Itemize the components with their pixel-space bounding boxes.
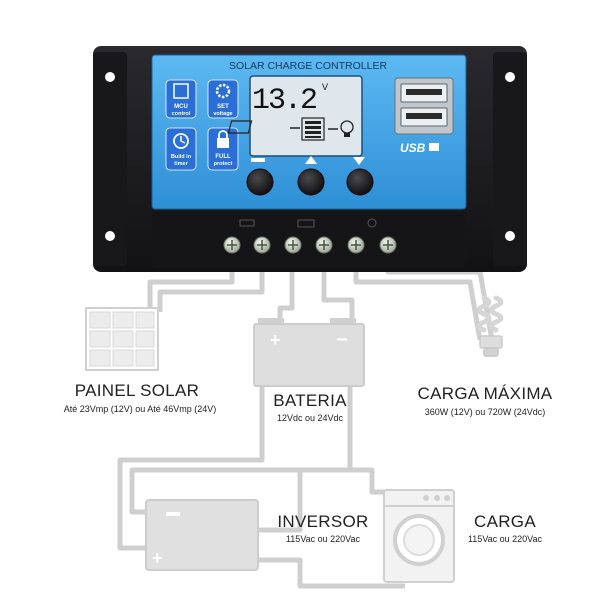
down-icon — [353, 157, 365, 165]
painel-solar-title: PAINEL SOLAR — [74, 381, 200, 400]
carga-title: CARGA — [474, 512, 536, 531]
usb-label: USB — [400, 141, 426, 155]
lcd-battery-bar — [305, 136, 321, 138]
wire-inverter-load — [256, 467, 390, 533]
badge-set — [207, 79, 239, 119]
terminal-strip — [152, 212, 466, 268]
inversor-title: INVERSOR — [277, 512, 369, 531]
battery-icon: + − — [253, 318, 365, 387]
menu-button[interactable] — [246, 168, 274, 196]
bulb-icon — [476, 295, 504, 357]
lock-icon — [217, 138, 229, 148]
badge-timer-line1: Build in — [171, 154, 192, 160]
painel-solar-spec: Até 23Vmp (12V) ou Até 46Vmp (24V) — [63, 404, 217, 414]
inverter-icon: + — [145, 499, 259, 571]
solar-panel-icon — [85, 307, 159, 371]
washing-machine-icon — [383, 489, 455, 583]
badge-mcu-line2: control — [172, 111, 191, 117]
usb-battery-icon — [429, 143, 439, 151]
lcd-battery-bar — [305, 121, 321, 124]
wire-battery-neg — [321, 250, 355, 320]
badge-protect — [207, 127, 239, 171]
terminal-load-symbol — [367, 218, 377, 228]
clock-icon — [173, 133, 189, 149]
lcd-unit: V — [322, 82, 328, 92]
mount-hole — [105, 231, 115, 241]
lcd-display: 13.2 V — [227, 75, 363, 157]
gear-icon — [215, 83, 231, 99]
mounting-ear-left — [93, 52, 127, 266]
bateria-spec: 12Vdc ou 24Vdc — [276, 413, 344, 423]
mount-hole — [505, 231, 515, 241]
mount-hole — [505, 72, 515, 82]
lcd-frame — [249, 75, 363, 157]
badge-mcu-line1: MCU — [174, 104, 188, 110]
controller-title: SOLAR CHARGE CONTROLLER — [229, 60, 388, 72]
badge-protect-line1: FULL — [215, 154, 231, 160]
charge-controller: SOLAR CHARGE CONTROLLER MCU control SET … — [93, 46, 527, 272]
terminal-solar-symbol — [239, 219, 255, 227]
down-button[interactable] — [346, 168, 374, 196]
badge-set-line2: voltage — [213, 111, 232, 117]
usb-port-tongue — [406, 89, 442, 95]
lcd-battery-icon — [301, 117, 325, 141]
usb-ports: USB — [394, 77, 454, 155]
carga-spec: 115Vac ou 220Vac — [467, 534, 543, 544]
mounting-ear-right — [493, 52, 527, 266]
carga-maxima-title: CARGA MÁXIMA — [417, 384, 553, 403]
svg-text:+: + — [152, 548, 163, 568]
bateria-title: BATERIA — [273, 391, 347, 410]
wire-inverter-pos — [117, 380, 265, 551]
clock-hands — [180, 136, 186, 144]
feature-badges: MCU control SET voltage Build in timer F… — [165, 79, 239, 171]
wire-inverter-neg — [129, 380, 353, 515]
wire-inverter-load-2 — [256, 557, 405, 589]
mount-hole — [105, 72, 115, 82]
up-icon — [305, 156, 317, 164]
usb-port-tongue — [406, 113, 442, 119]
knob-symbols — [251, 156, 365, 165]
terminal-battery-symbol — [297, 219, 315, 228]
inversor-spec: 115Vac ou 220Vac — [285, 534, 361, 544]
badge-protect-line2: protect — [214, 161, 233, 167]
terminal-screw-slots — [227, 240, 393, 250]
badge-timer-line2: timer — [174, 161, 188, 167]
svg-text:−: − — [336, 329, 348, 351]
carga-maxima-spec: 360W (12V) ou 720W (24Vdc) — [424, 407, 546, 417]
badge-timer — [165, 127, 197, 171]
lock-shackle — [218, 130, 228, 138]
menu-icon — [251, 158, 265, 162]
lcd-bulb-base — [344, 133, 350, 137]
wire-battery-pos — [277, 250, 295, 320]
lcd-voltage: 13.2 — [252, 84, 316, 118]
terminal-symbols — [239, 218, 377, 228]
svg-text:+: + — [270, 330, 281, 350]
up-button[interactable] — [297, 168, 325, 196]
badge-set-line1: SET — [217, 104, 229, 110]
lcd-solar-icon — [227, 120, 253, 134]
lcd-battery-bar — [305, 126, 321, 129]
chip-icon — [173, 83, 189, 99]
lcd-battery-bar — [305, 131, 321, 134]
